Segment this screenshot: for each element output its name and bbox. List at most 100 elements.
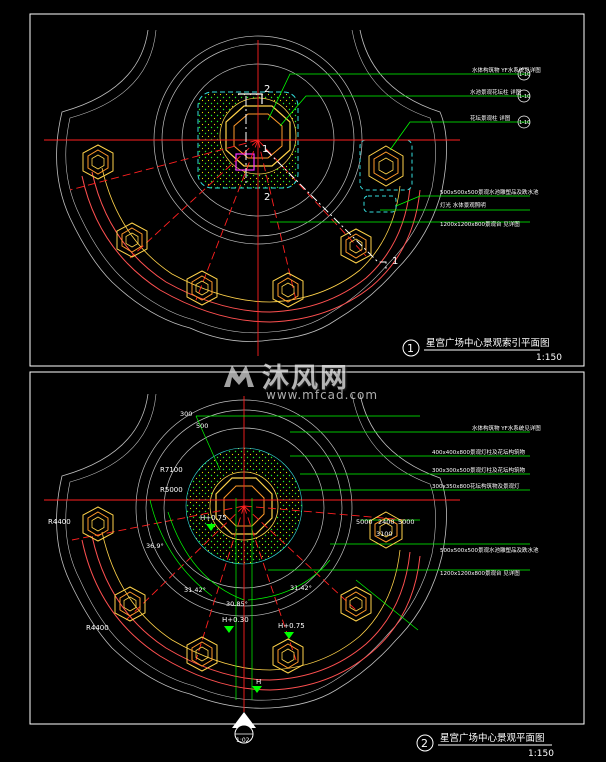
dim-label-5: 5000 <box>398 518 415 526</box>
bottom-title-block: 2 星宫广场中心景观平面图 1:150 <box>416 732 554 759</box>
column-node <box>82 144 114 180</box>
top-drawing-number-circle <box>402 339 420 357</box>
bottom-panel: 水体构筑物 YF水系统见详图 400x400x800景观灯柱及花坛构筑物 300… <box>29 371 585 759</box>
dim-label-3: 5000 <box>356 518 373 526</box>
bottom-note-4: 300x350x800花坛构筑物及景观灯 <box>432 482 520 490</box>
bottom-plan-title: 星宫广场中心景观平面图 <box>440 732 545 744</box>
column-node <box>272 638 304 674</box>
top-paving-band <box>81 175 421 323</box>
bottom-paving-band-3 <box>101 531 401 671</box>
dim-label-6: 3100 <box>376 530 393 538</box>
elevation-label-1: H+0.75 <box>200 514 227 522</box>
column-node <box>340 586 372 622</box>
top-section-mark-2 <box>238 93 263 104</box>
top-panel: 水体构筑物 YF水系统见详图 水池景观花坛柱 详图 花坛景观柱 详图 500x5… <box>29 13 585 367</box>
top-leaders <box>267 73 530 223</box>
watermark-text: 沐风网 <box>262 363 349 394</box>
top-note-5: 灯光 水体景观照明 <box>440 201 486 209</box>
column-node <box>114 586 146 622</box>
angle-label-4: 31.42° <box>290 584 312 592</box>
top-paving-band-3 <box>101 167 401 303</box>
top-center-octagon <box>225 105 291 167</box>
radius-label-3: R4400 <box>48 518 71 526</box>
watermark-url: www.mfcad.com <box>266 388 379 402</box>
bottom-note-2: 400x400x800景观灯柱及花坛构筑物 <box>432 448 526 456</box>
bottom-columns <box>82 506 403 674</box>
angle-label-2: 31.42° <box>184 586 206 594</box>
top-note-3: 花坛景观柱 详图 <box>470 114 511 122</box>
top-columns <box>82 144 404 308</box>
top-section-line <box>265 149 387 270</box>
top-section-number-b: 2 <box>264 192 270 203</box>
bottom-elevation-labels: H+0.75 H+0.30 H+0.75 H <box>200 514 305 686</box>
bottom-note-6: 1200x1200x800景观台 见详图 <box>440 569 520 577</box>
radius-label-2: R5000 <box>160 486 183 494</box>
bottom-section-marker-label: 1:02 <box>236 737 250 744</box>
bottom-note-1: 水体构筑物 YF水系统见详图 <box>472 424 541 432</box>
bottom-center-octagon <box>215 477 273 535</box>
watermark-logo-icon <box>224 364 254 387</box>
top-axes <box>44 40 460 356</box>
top-note-2: 水池景观花坛柱 详图 <box>470 88 522 96</box>
bottom-paving-band <box>81 539 421 691</box>
angle-label-1: 36.9° <box>146 542 164 550</box>
watermark: 沐风网 www.mfcad.com <box>222 356 377 402</box>
dim-label-1: 300 <box>180 410 192 418</box>
column-node <box>340 228 372 264</box>
bottom-notes: 水体构筑物 YF水系统见详图 400x400x800景观灯柱及花坛构筑物 300… <box>432 424 541 577</box>
bottom-top-dims: 300 500 5000 2400 5000 3100 <box>180 410 415 538</box>
elevation-label-2: H+0.30 <box>222 616 249 624</box>
column-node <box>186 270 218 306</box>
top-outer-boundary-2 <box>65 29 436 334</box>
bottom-radius-labels: R7100 R5000 R4400 R4400 <box>48 466 183 632</box>
bottom-drawing-number: 2 <box>421 737 428 750</box>
column-node <box>82 506 114 542</box>
bottom-outer-boundary-2 <box>65 393 436 701</box>
top-note-1: 水体构筑物 YF水系统见详图 <box>472 66 541 74</box>
dim-label-2: 500 <box>196 422 208 430</box>
bottom-drawing-number-circle <box>416 734 434 752</box>
bottom-section-marker: 1:02 <box>232 712 256 744</box>
top-index-ref-1: 1-10 <box>519 94 530 100</box>
bottom-outer-boundary <box>56 393 447 709</box>
bottom-plan-scale: 1:150 <box>528 749 554 759</box>
column-node <box>369 511 403 549</box>
bottom-angle-labels: 36.9° 31.42° 30.85° 31.42° <box>146 542 312 608</box>
radius-label-1: R7100 <box>160 466 183 474</box>
radius-label-4: R4400 <box>86 624 109 632</box>
top-section-number-a: 2 <box>264 84 270 95</box>
top-section-number-d: 1 <box>392 256 398 267</box>
top-center-octagon-inner <box>233 113 283 159</box>
top-note-6: 1200x1200x800景观台 见详图 <box>440 220 520 228</box>
dim-label-4: 2400 <box>378 518 395 526</box>
top-index-refs: 1-10 1-10 1-10 <box>517 67 530 129</box>
bottom-note-5: 500x500x500景观水池雕塑品及跌水池 <box>440 546 539 554</box>
top-plan-scale: 1:150 <box>536 353 562 363</box>
column-node <box>272 272 304 308</box>
top-notes: 水体构筑物 YF水系统见详图 水池景观花坛柱 详图 花坛景观柱 详图 500x5… <box>440 66 541 228</box>
top-drawing-number: 1 <box>407 342 414 355</box>
bottom-dimension-lines <box>149 415 530 700</box>
top-section-number-c: 1 <box>262 144 268 155</box>
elevation-label-3: H+0.75 <box>278 622 305 630</box>
bottom-frame <box>29 371 585 725</box>
bottom-elevation-markers <box>206 524 294 693</box>
top-index-ref-2: 1-10 <box>519 120 530 126</box>
column-node <box>186 636 218 672</box>
column-node <box>116 222 148 258</box>
bottom-paving-band-2 <box>91 535 411 681</box>
top-plan-title: 星宫广场中心景观索引平面图 <box>426 337 550 349</box>
top-paving-band-2 <box>91 171 411 313</box>
top-right-dash-box <box>359 139 413 191</box>
top-focus-square <box>235 153 255 171</box>
top-title-block: 1 星宫广场中心景观索引平面图 1:150 <box>402 337 562 363</box>
elevation-label-4: H <box>256 678 261 686</box>
bottom-note-3: 300x300x500景观灯柱及花坛构筑物 <box>432 466 526 474</box>
top-frame <box>29 13 585 367</box>
top-note-4: 500x500x500景观水池雕塑品及跌水池 <box>440 188 539 196</box>
angle-label-3: 30.85° <box>226 600 248 608</box>
top-index-ref-3: 1-10 <box>519 72 530 78</box>
top-section-numbers: 2 2 1 1 <box>262 84 398 267</box>
top-outer-boundary <box>56 29 447 342</box>
